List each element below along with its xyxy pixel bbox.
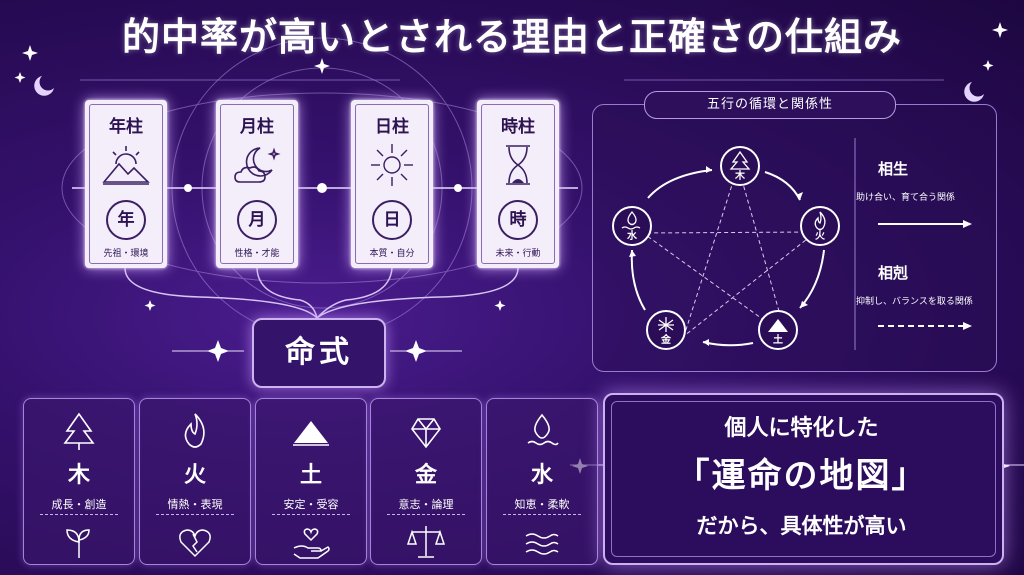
legend-controlling-title: 相剋 bbox=[878, 264, 909, 282]
pillar-char: 時 bbox=[498, 200, 538, 240]
element-card-water: 水 知恵・柔軟 bbox=[486, 398, 598, 565]
element-desc: 知恵・柔軟 bbox=[514, 498, 570, 511]
meishiki-label: 命式 bbox=[252, 318, 386, 388]
element-name: 土 bbox=[299, 463, 322, 488]
waves-icon bbox=[525, 533, 559, 555]
cycle-node-earth: 土 bbox=[758, 310, 798, 350]
heart-icon bbox=[179, 529, 211, 558]
sprout-icon bbox=[66, 529, 90, 558]
crystal-icon bbox=[658, 317, 674, 332]
pillar-title: 時柱 bbox=[501, 117, 535, 137]
banner-line-2: 「運命の地図」 bbox=[675, 456, 928, 496]
sun-mountain-icon bbox=[102, 146, 150, 185]
pillar-desc: 先祖・環境 bbox=[103, 249, 149, 259]
element-card-earth: 土 安定・受容 bbox=[255, 398, 367, 565]
legend-generating-title: 相生 bbox=[878, 160, 909, 178]
moon-cloud-icon bbox=[234, 147, 281, 183]
pillar-char: 年 bbox=[106, 200, 146, 240]
pillar-card-hour: 時柱 時 未来・行動 bbox=[477, 100, 559, 268]
pillar-title: 月柱 bbox=[240, 117, 274, 137]
legend-controlling-desc: 抑制し、バランスを取る関係 bbox=[856, 297, 973, 307]
crystal-icon bbox=[411, 418, 441, 449]
element-name: 金 bbox=[414, 463, 437, 488]
pillar-char: 月 bbox=[237, 200, 277, 240]
mountain-icon bbox=[293, 421, 329, 446]
scales-icon bbox=[406, 526, 446, 558]
element-desc: 安定・受容 bbox=[283, 498, 339, 511]
element-name: 火 bbox=[183, 463, 206, 488]
pillar-card-month: 月柱 月 性格・才能 bbox=[216, 100, 298, 268]
flame-icon bbox=[814, 211, 826, 231]
pillar-desc: 本質・自分 bbox=[369, 249, 415, 259]
pillar-title: 日柱 bbox=[375, 117, 409, 137]
pillar-title: 年柱 bbox=[109, 117, 143, 137]
tree-icon bbox=[63, 412, 95, 450]
water-drop-icon bbox=[621, 211, 641, 230]
cycle-node-metal: 金 bbox=[646, 310, 686, 350]
cycle-panel-label: 五行の循環と関係性 bbox=[644, 91, 896, 119]
hand-heart-icon bbox=[293, 528, 330, 559]
pillar-card-day: 日柱 日 本質・自分 bbox=[351, 100, 433, 268]
water-drop-icon bbox=[527, 413, 559, 446]
tree-icon bbox=[729, 150, 751, 170]
element-card-fire: 火 情熱・表現 bbox=[139, 398, 251, 565]
hourglass-icon bbox=[506, 145, 530, 185]
conclusion-banner bbox=[603, 393, 1004, 565]
legend-generating-desc: 助け合い、育て合う関係 bbox=[856, 193, 956, 203]
banner-line-1: 個人に特化した bbox=[724, 416, 879, 441]
banner-line-3: だから、具体性が高い bbox=[696, 514, 907, 538]
element-name: 水 bbox=[530, 463, 553, 488]
element-desc: 情熱・表現 bbox=[167, 498, 223, 511]
cycle-node-wood: 木 bbox=[720, 146, 760, 186]
element-desc: 成長・創造 bbox=[51, 498, 107, 511]
pillar-desc: 未来・行動 bbox=[495, 249, 541, 259]
sunburst-icon bbox=[371, 144, 413, 186]
flame-icon bbox=[184, 413, 205, 448]
element-desc: 意志・論理 bbox=[398, 498, 454, 511]
element-card-metal: 金 意志・論理 bbox=[370, 398, 482, 565]
pillar-card-year: 年柱 年 先祖・環境 bbox=[85, 100, 167, 268]
page-title: 的中率が高いとされる理由と正確さの仕組み bbox=[121, 15, 902, 59]
mountain-icon bbox=[768, 319, 788, 332]
cycle-node-water: 水 bbox=[612, 206, 652, 246]
pillar-char: 日 bbox=[372, 200, 412, 240]
pillar-desc: 性格・才能 bbox=[234, 249, 280, 259]
element-name: 木 bbox=[67, 463, 90, 488]
element-card-wood: 木 成長・創造 bbox=[23, 398, 135, 565]
cycle-node-fire: 火 bbox=[800, 206, 840, 246]
